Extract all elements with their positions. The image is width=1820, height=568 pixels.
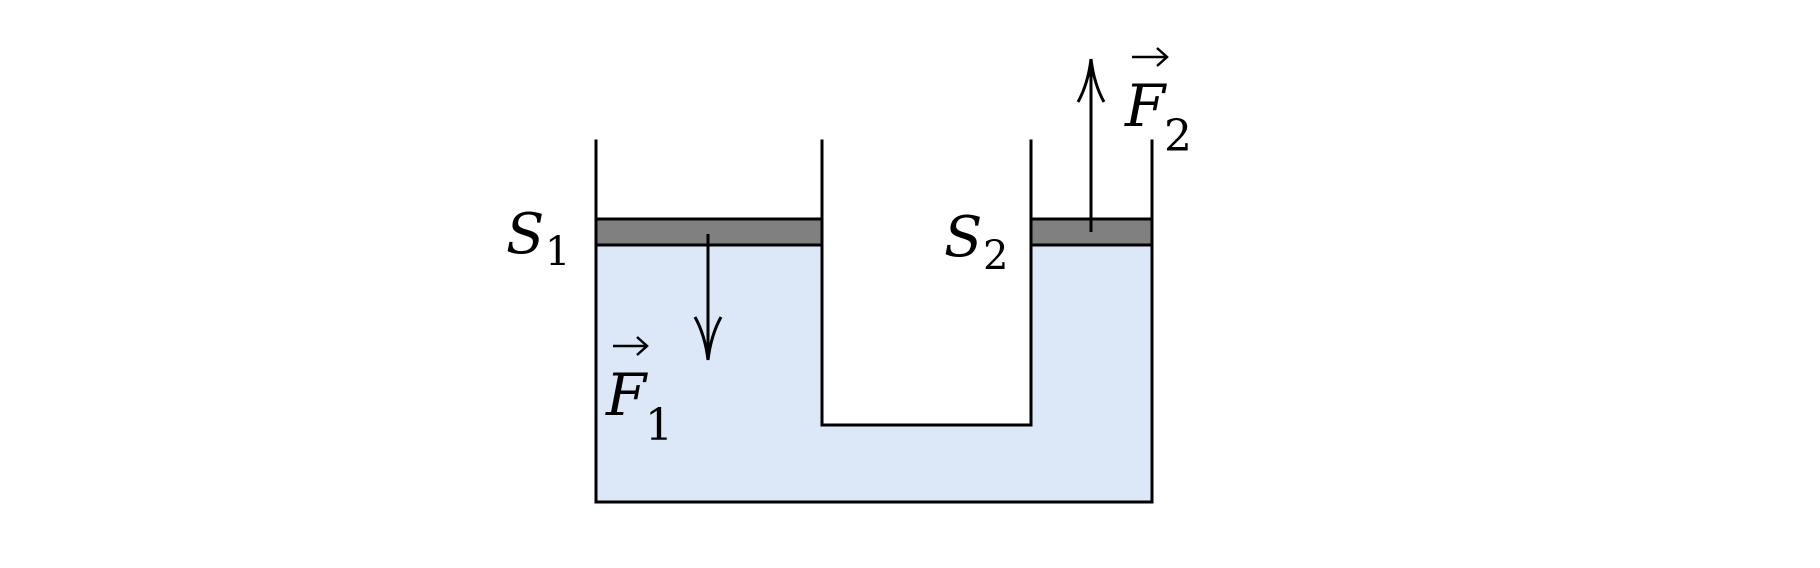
label-f1: F 1 <box>605 336 673 451</box>
label-s2-sub: 2 <box>983 233 1008 279</box>
label-f2-main: F <box>1124 72 1167 140</box>
vessel-outline <box>594 139 1154 504</box>
vector-arrow-f1 <box>613 336 649 356</box>
label-f1-main: F <box>605 361 648 429</box>
label-s2-main: S <box>944 205 982 270</box>
force-arrow-f2 <box>1076 58 1106 232</box>
label-s1-sub: 1 <box>545 229 570 275</box>
label-f2: F 2 <box>1124 47 1192 162</box>
label-f2-sub: 2 <box>1164 111 1192 162</box>
label-f1-sub: 1 <box>645 400 673 451</box>
label-s2: S 2 <box>944 205 1008 279</box>
vector-arrow-f2 <box>1132 47 1169 67</box>
force-arrow-f1 <box>693 234 723 361</box>
fluid-region <box>596 245 1152 502</box>
label-s1-main: S <box>506 202 544 267</box>
label-s1: S 1 <box>506 202 570 275</box>
